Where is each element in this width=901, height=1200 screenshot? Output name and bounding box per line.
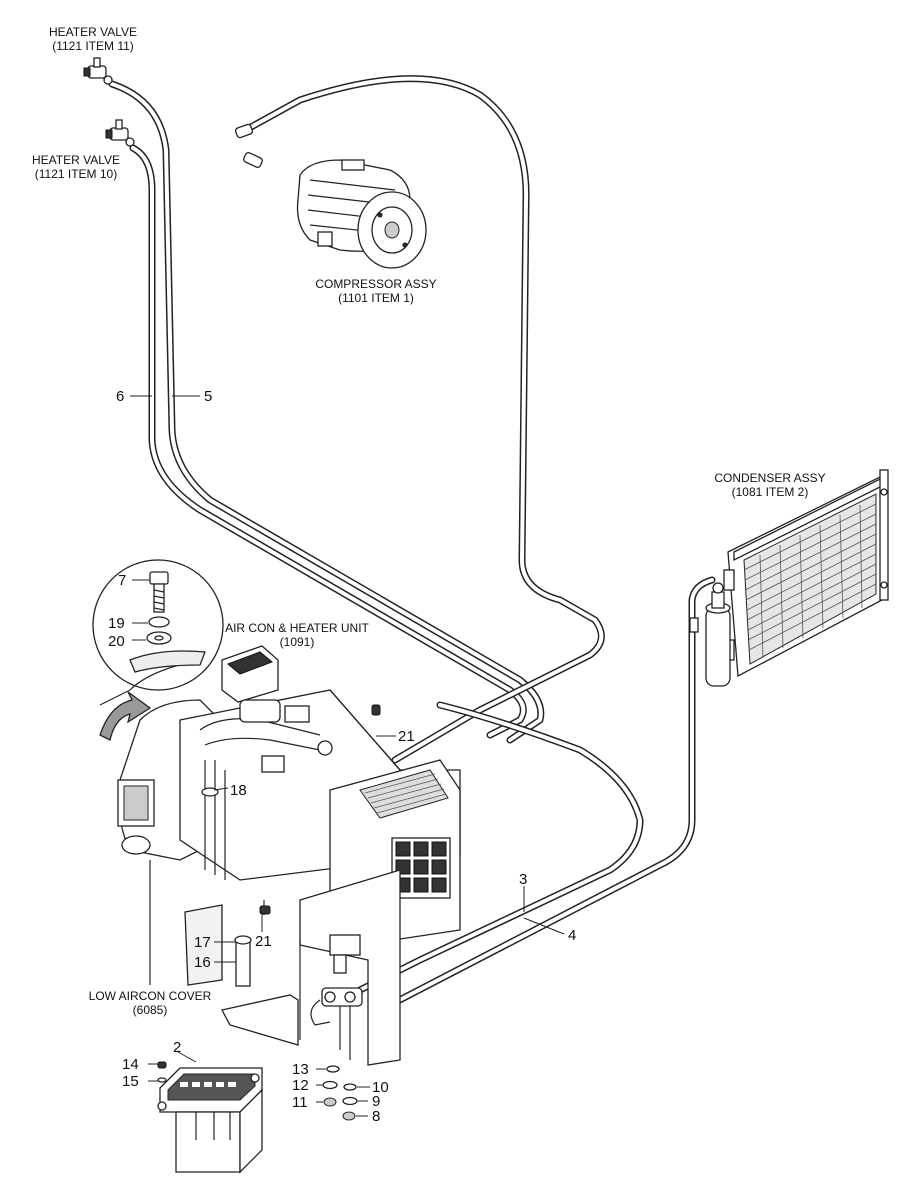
callout-20: 20 — [108, 633, 125, 650]
washer-10-icon — [343, 1083, 357, 1091]
leader-lines — [130, 395, 565, 1117]
heater-valve-10-icon — [105, 119, 135, 147]
aircon-unit-label: AIR CON & HEATER UNIT — [225, 621, 369, 635]
compressor-label: COMPRESSOR ASSY — [315, 277, 436, 291]
hose-3 — [356, 701, 644, 994]
low-cover-ref: (6085) — [133, 1003, 168, 1017]
callout-15: 15 — [122, 1073, 139, 1090]
nut-8-icon — [342, 1111, 356, 1121]
condenser-icon — [723, 469, 889, 678]
callout-6: 6 — [116, 388, 124, 405]
compressor-suction-hose — [238, 75, 605, 764]
washer-9-icon — [342, 1096, 358, 1106]
callout-3: 3 — [519, 871, 527, 888]
condenser-to-drier-hose — [688, 576, 716, 624]
compressor-icon — [234, 123, 427, 269]
washer-15-icon — [157, 1077, 167, 1083]
screw-14-icon — [157, 1061, 167, 1069]
washer-12-icon — [322, 1080, 338, 1090]
receiver-drier-icon — [689, 582, 731, 687]
callout-11: 11 — [292, 1094, 308, 1111]
callout-21-bottom: 21 — [255, 933, 272, 950]
bolt-7-icon — [149, 571, 169, 613]
compressor-ref: (1101 ITEM 1) — [338, 291, 414, 305]
washer-13-icon — [326, 1065, 340, 1073]
nut-11-icon — [323, 1097, 337, 1107]
aircon-unit-ref: (1091) — [280, 635, 315, 649]
callout-4: 4 — [568, 927, 576, 944]
callout-2: 2 — [173, 1039, 181, 1056]
condenser-label: CONDENSER ASSY — [714, 471, 825, 485]
callout-14: 14 — [122, 1056, 139, 1073]
control-panel-icon — [157, 1061, 263, 1174]
hose-6 — [129, 144, 527, 739]
callout-21-top: 21 — [398, 728, 415, 745]
callout-12: 12 — [292, 1077, 309, 1094]
callout-5: 5 — [204, 388, 212, 405]
callout-8: 8 — [372, 1108, 380, 1125]
hose-4 — [386, 616, 696, 1009]
callout-16: 16 — [194, 954, 211, 971]
heater-valve-11-icon — [83, 57, 113, 85]
heater-valve-11-label: HEATER VALVE — [49, 25, 137, 39]
expansion-valve-icon — [310, 987, 363, 1060]
callout-17: 17 — [194, 934, 211, 951]
condenser-ref: (1081 ITEM 2) — [732, 485, 809, 499]
callout-18: 18 — [230, 782, 247, 799]
heater-valve-10-label: HEATER VALVE — [32, 153, 120, 167]
callout-10: 10 — [372, 1079, 389, 1096]
fastener-detail-inset — [92, 559, 224, 706]
callout-13: 13 — [292, 1061, 309, 1078]
hose-5 — [108, 80, 545, 744]
heater-valve-11-ref: (1121 ITEM 11) — [52, 39, 134, 53]
callout-7: 7 — [118, 572, 126, 589]
aircon-heater-unit-icon — [117, 645, 461, 1066]
hardware-stack — [322, 1065, 358, 1121]
callout-9: 9 — [372, 1093, 380, 1110]
low-cover-label: LOW AIRCON COVER — [89, 989, 212, 1003]
washer-19-icon — [148, 616, 170, 628]
heater-valve-10-ref: (1121 ITEM 10) — [35, 167, 117, 181]
rotation-arrow-icon — [99, 691, 152, 741]
callout-19: 19 — [108, 615, 125, 632]
